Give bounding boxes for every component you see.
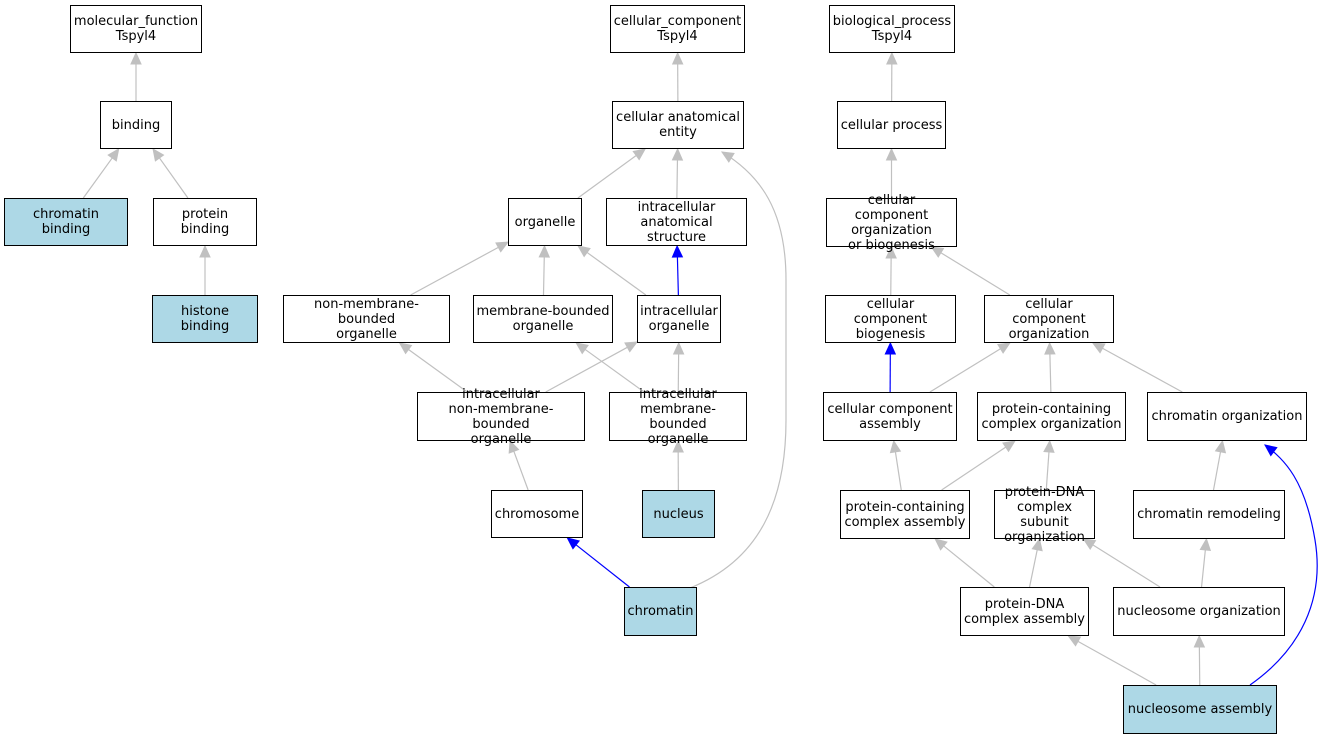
term-node-ias[interactable]: intracellular anatomical structure	[606, 198, 747, 246]
edge-bind-mf-arrowhead	[130, 51, 142, 65]
term-node-mf[interactable]: molecular_function Tspyl4	[70, 5, 202, 53]
term-node-hb[interactable]: histone binding	[152, 295, 258, 343]
term-node-pcca[interactable]: protein-containing complex assembly	[840, 490, 970, 539]
term-node-chb[interactable]: chromatin binding	[4, 198, 128, 246]
edge-pcca-pcco	[941, 446, 1007, 491]
edge-nso-chrm-arrowhead	[1199, 537, 1212, 552]
edge-cp-bp-arrowhead	[886, 51, 898, 65]
term-node-chr[interactable]: chromosome	[491, 490, 583, 538]
edge-pcca-pcco-arrowhead	[1002, 440, 1016, 453]
edge-nsa-pdca-arrowhead	[1067, 635, 1082, 647]
edge-nso-pdna-arrowhead	[1082, 538, 1097, 551]
term-node-bp[interactable]: biological_process Tspyl4	[829, 5, 955, 53]
term-node-mbo[interactable]: membrane-bounded organelle	[473, 295, 613, 343]
edge-mbo-org	[542, 256, 545, 296]
edge-nsa-pdca	[1077, 640, 1157, 686]
edge-chrm-cho-arrowhead	[1214, 439, 1227, 454]
edge-io-ias-arrowhead	[671, 244, 684, 258]
edge-org-cae-arrowhead	[632, 148, 647, 161]
term-node-nso[interactable]: nucleosome organization	[1113, 587, 1285, 636]
term-node-nmbo[interactable]: non-membrane-bounded organelle	[283, 295, 450, 343]
edge-ias-cae-arrowhead	[671, 147, 684, 161]
term-node-nuc[interactable]: nucleus	[642, 490, 715, 538]
edge-chtn-chr-arrowhead	[566, 537, 581, 550]
term-node-cho[interactable]: chromatin organization	[1147, 392, 1307, 441]
term-node-cae[interactable]: cellular anatomical entity	[612, 101, 744, 149]
edge-cae-cc-arrowhead	[671, 51, 684, 65]
edge-cca-cco	[929, 348, 1001, 393]
edge-pcca-cca-arrowhead	[889, 439, 902, 454]
edge-cho-cco-arrowhead	[1091, 342, 1106, 354]
edge-nso-chrm	[1200, 549, 1206, 588]
edge-inmb-io-arrowhead	[624, 341, 639, 353]
term-node-bind[interactable]: binding	[100, 101, 172, 149]
term-node-cca[interactable]: cellular component assembly	[823, 392, 957, 441]
edge-io-org	[586, 251, 647, 296]
edge-cho-cco	[1102, 347, 1183, 393]
edge-chb-bind-arrowhead	[107, 148, 120, 162]
term-node-pdca[interactable]: protein-DNA complex assembly	[960, 587, 1089, 636]
edge-pdca-pcca-arrowhead	[934, 538, 948, 551]
edge-inmb-nmbo	[408, 348, 468, 393]
edge-pdna-pcco	[1045, 451, 1050, 491]
edge-pb-bind-arrowhead	[152, 148, 165, 162]
edge-pcco-cco	[1049, 353, 1052, 393]
edge-nso-pdna	[1092, 544, 1161, 588]
edge-chtn-cae-arrowhead	[720, 151, 735, 163]
edge-org-cae	[577, 154, 637, 199]
term-node-cp[interactable]: cellular process	[837, 101, 946, 149]
term-node-cc[interactable]: cellular_component Tspyl4	[610, 5, 745, 53]
edge-chb-bind	[82, 157, 113, 199]
edge-pdca-pdna-arrowhead	[1031, 537, 1043, 552]
term-node-nsa[interactable]: nucleosome assembly	[1123, 685, 1277, 734]
edge-cca-cco-arrowhead	[997, 342, 1011, 354]
edge-ias-cae	[676, 159, 679, 199]
edge-pcco-cco-arrowhead	[1044, 341, 1056, 355]
edge-ccob-cp-arrowhead	[885, 147, 898, 161]
term-node-chtn[interactable]: chromatin	[624, 587, 697, 636]
edge-chr-inmb-arrowhead	[508, 439, 520, 454]
edge-pb-bind	[158, 157, 189, 199]
edge-chr-inmb	[513, 451, 529, 491]
term-node-cco[interactable]: cellular component organization	[984, 295, 1114, 343]
edge-pdca-pdna	[1028, 549, 1038, 588]
edge-imbo-io-arrowhead	[672, 341, 685, 355]
edge-nsa-nso-arrowhead	[1193, 634, 1206, 648]
edge-cco-ccob	[940, 252, 1011, 296]
edge-io-ias	[676, 256, 679, 296]
term-node-org[interactable]: organelle	[508, 198, 582, 246]
term-node-inmb[interactable]: intracellular non-membrane-bounded organ…	[417, 387, 585, 447]
edge-nmbo-org-arrowhead	[495, 241, 510, 253]
edge-pcca-cca	[894, 451, 902, 491]
edge-nmbo-org	[410, 246, 499, 296]
edge-inmb-nmbo-arrowhead	[398, 342, 413, 355]
edge-pdca-pcca	[943, 545, 995, 588]
edge-hb-pb-arrowhead	[199, 244, 211, 258]
edge-nsa-cho	[1249, 444, 1318, 686]
edge-mbo-org-arrowhead	[538, 244, 551, 258]
term-node-imbo[interactable]: intracellular membrane-bounded organelle	[609, 387, 747, 447]
edge-imbo-mbo-arrowhead	[575, 342, 589, 355]
edge-nuc-imbo-arrowhead	[672, 439, 684, 453]
edge-inmb-io	[545, 346, 628, 393]
term-node-pcco[interactable]: protein-containing complex organization	[977, 392, 1126, 441]
term-node-chrm[interactable]: chromatin remodeling	[1133, 490, 1285, 539]
edge-imbo-mbo	[584, 348, 645, 393]
term-node-ccob[interactable]: cellular component organization or bioge…	[826, 193, 957, 253]
term-node-ccb[interactable]: cellular component biogenesis	[825, 295, 956, 343]
edge-cco-ccob-arrowhead	[930, 246, 945, 258]
edge-nsa-cho-arrowhead	[1264, 444, 1278, 457]
term-node-pb[interactable]: protein binding	[153, 198, 257, 246]
term-node-io[interactable]: intracellular organelle	[637, 295, 721, 343]
edge-chrm-cho	[1212, 451, 1222, 491]
edge-chtn-chr	[575, 544, 630, 588]
edge-io-org-arrowhead	[577, 245, 591, 258]
edge-cca-ccb-arrowhead	[884, 341, 897, 355]
edge-ccb-ccob-arrowhead	[885, 245, 897, 259]
edge-pdna-pcco-arrowhead	[1043, 439, 1055, 453]
edge-chtn-cae	[689, 151, 787, 589]
term-node-pdna[interactable]: protein-DNA complex subunit organization	[994, 485, 1095, 545]
